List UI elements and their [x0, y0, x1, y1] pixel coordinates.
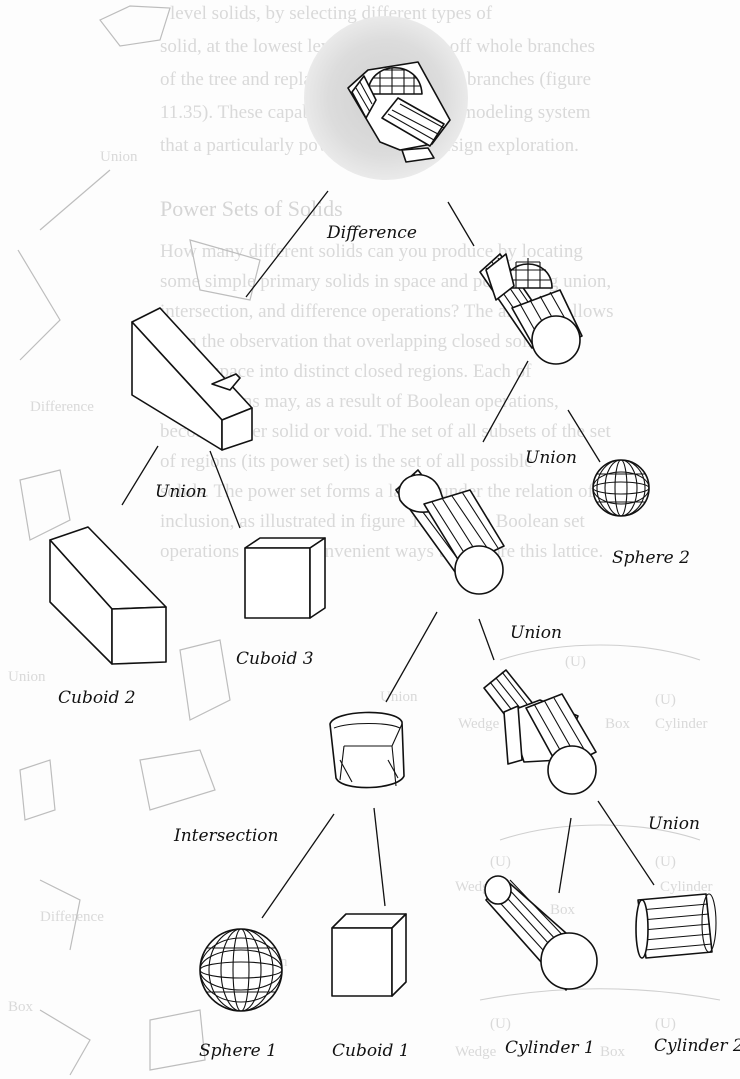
ghost-node: (U)	[655, 854, 676, 870]
label-union-middle: Union	[510, 623, 562, 643]
ghost-label: Difference	[30, 399, 94, 415]
union-cylinders-sphere-object	[479, 253, 583, 365]
ghost-sketches	[17, 5, 721, 1076]
cylinder-1-object	[484, 875, 598, 991]
union-lower-object	[483, 669, 597, 795]
bleed-line: intersection, and difference operations?…	[160, 301, 614, 322]
ghost-label: Union	[100, 149, 138, 165]
tree-edges	[121, 190, 655, 919]
sphere-1-object	[199, 928, 283, 1012]
bleed-line: these regions may, as a result of Boolea…	[160, 391, 559, 412]
ghost-node: (U)	[490, 854, 511, 870]
label-cylinder-2: Cylinder 2	[654, 1036, 740, 1056]
label-union-right: Union	[648, 814, 700, 834]
label-cuboid-3: Cuboid 3	[236, 649, 314, 669]
bleed-line: divide space into distinct closed region…	[160, 361, 532, 382]
bleed-heading: Power Sets of Solids	[160, 196, 343, 221]
ghost-caption: Box	[605, 716, 631, 732]
label-cuboid-1: Cuboid 1	[332, 1041, 410, 1061]
bleed-line: solids. The power set forms a lattice un…	[160, 481, 594, 502]
label-cuboid-2: Cuboid 2	[58, 688, 136, 708]
ghost-node: (U)	[565, 654, 586, 670]
label-cylinder-1: Cylinder 1	[505, 1038, 595, 1058]
ghost-label: Difference	[40, 909, 104, 925]
ghost-node: (U)	[655, 692, 676, 708]
ghost-node: (U)	[655, 1016, 676, 1032]
ghost-caption: Wedge	[455, 1044, 497, 1060]
ghost-caption: Box	[8, 999, 34, 1015]
cuboid-1-object	[331, 913, 407, 997]
bleed-line: level solids, by selecting different typ…	[170, 3, 493, 24]
difference-result-object	[304, 16, 468, 180]
cylinder-2-object	[635, 893, 717, 959]
cuboid-2-object	[49, 526, 167, 665]
label-sphere-2: Sphere 2	[612, 548, 690, 568]
ghost-node: (U)	[490, 1016, 511, 1032]
label-difference: Difference	[327, 223, 417, 243]
ghost-caption: Cylinder	[655, 716, 708, 732]
ghost-caption: Cylinder	[660, 879, 713, 895]
bleed-line: become either solid or void. The set of …	[160, 421, 611, 442]
ghost-caption: Box	[600, 1044, 626, 1060]
bleed-line: from the observation that overlapping cl…	[160, 331, 550, 352]
ghost-caption: Box	[550, 902, 576, 918]
bleed-line: How many different solids can you produc…	[160, 241, 583, 262]
bleed-line: of regions (its power set) is the set of…	[160, 451, 533, 472]
label-intersection: Intersection	[174, 826, 279, 846]
ghost-label: Union	[8, 669, 46, 685]
ghost-caption: Wedge	[458, 716, 500, 732]
union-middle-object	[395, 469, 505, 595]
ghost-label: Union	[380, 689, 418, 705]
intersection-result-object	[329, 711, 405, 789]
union-cuboids-object	[131, 307, 253, 451]
label-union-top: Union	[525, 448, 577, 468]
cuboid-3-object	[244, 537, 326, 619]
label-sphere-1: Sphere 1	[199, 1041, 277, 1061]
label-union-left: Union	[155, 482, 207, 502]
sphere-2-object	[592, 459, 650, 517]
